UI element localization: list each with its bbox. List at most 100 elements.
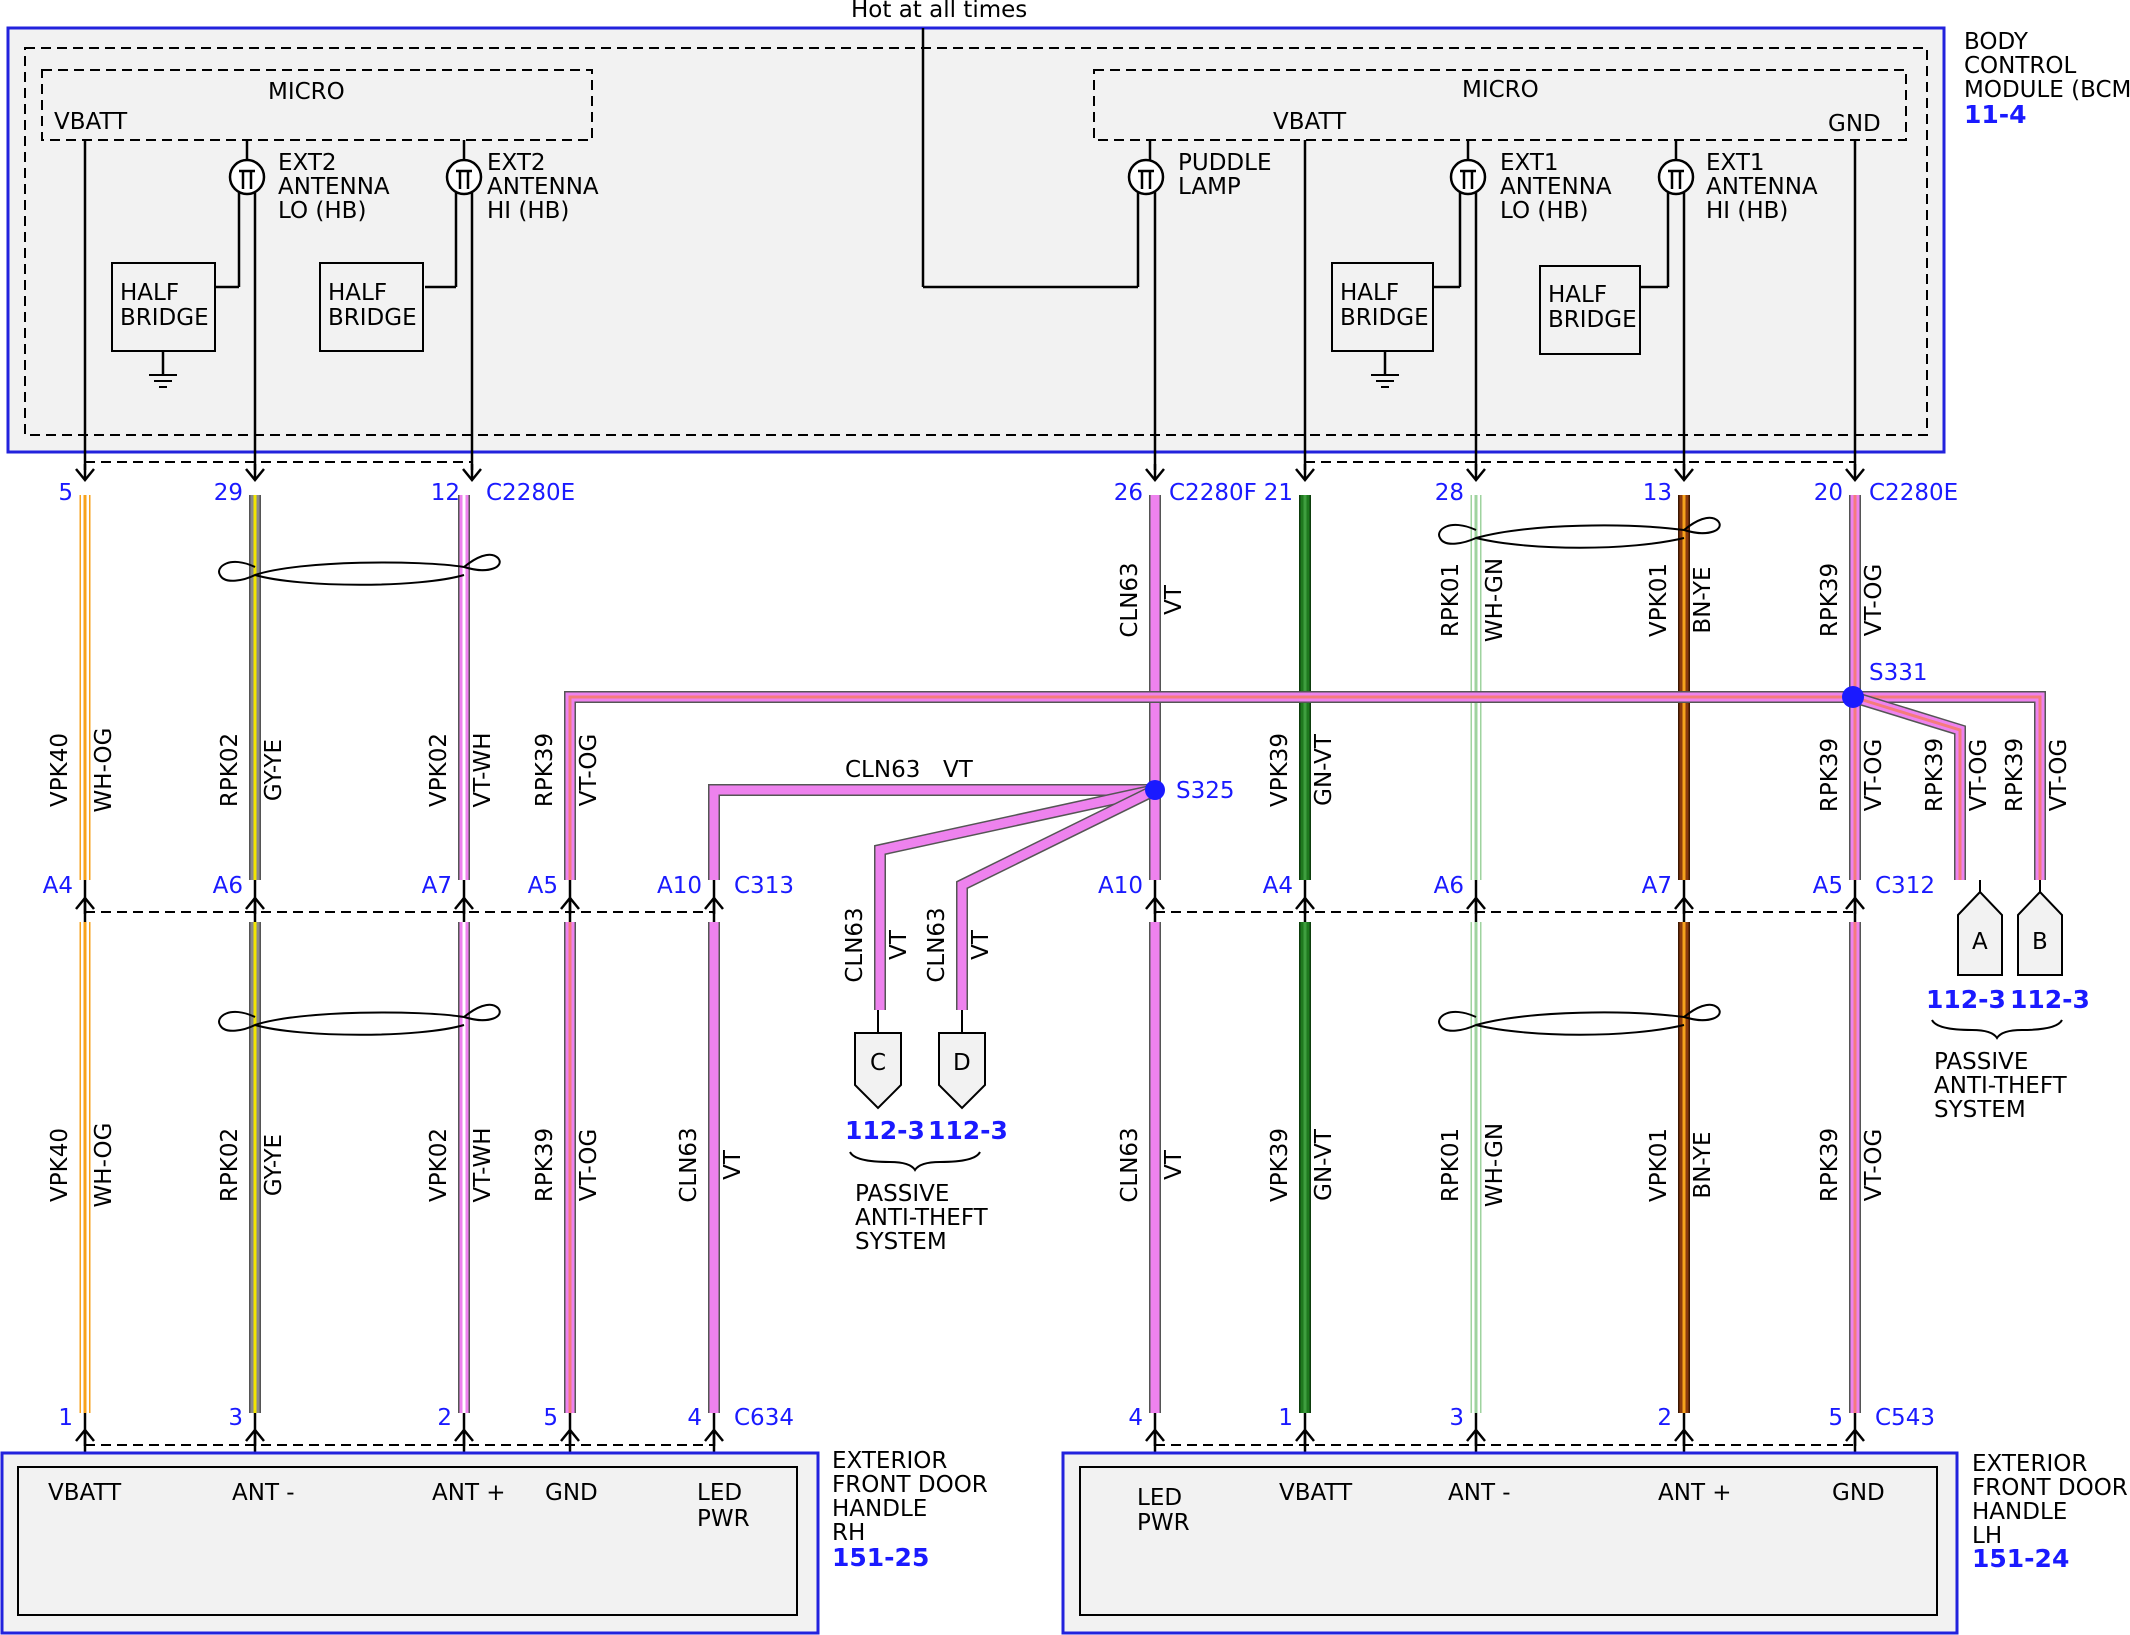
wire-circuit-label: VPK40 — [47, 1128, 73, 1202]
transistor-icon — [1127, 158, 1165, 196]
offpage-c[interactable] — [854, 1032, 902, 1110]
half-bridge-label: BRIDGE — [1340, 305, 1429, 331]
bcm-ref: 11-4 — [1964, 100, 2027, 129]
connector-arrow-icon — [1295, 464, 1315, 482]
offpage-b[interactable] — [2017, 890, 2063, 976]
wire-color-label: WH-OG — [91, 728, 117, 813]
rh-ref[interactable]: 151-25 — [832, 1543, 929, 1572]
wire-color-label: GY-YE — [261, 739, 287, 801]
wire-stripe — [1853, 695, 2042, 880]
pin-label: 13 — [1643, 480, 1672, 506]
wire-circuit-label: RPK39 — [1817, 1128, 1843, 1202]
rh-name: EXTERIOR — [832, 1448, 947, 1474]
lh-pin-vbatt: VBATT — [1279, 1480, 1353, 1506]
connector-arrow-icon — [245, 464, 265, 482]
offpage-b-ref[interactable]: 112-3 — [2010, 985, 2090, 1014]
wire-circuit-label: VPK02 — [426, 1128, 452, 1202]
pin-label: 29 — [214, 480, 243, 506]
rh-pin-ant-minus: ANT - — [232, 1480, 295, 1506]
pin-label: 3 — [1449, 1405, 1464, 1431]
wire-circuit-label: CLN63 — [842, 907, 868, 982]
lh-name: EXTERIOR — [1972, 1451, 2087, 1477]
lh-pin-ant-minus: ANT - — [1448, 1480, 1511, 1506]
wire-circuit-label: VPK01 — [1646, 563, 1672, 637]
wire-circuit-label: RPK02 — [217, 1128, 243, 1202]
splice-s325-label: S325 — [1176, 778, 1235, 804]
rh-pin-vbatt: VBATT — [48, 1480, 122, 1506]
ext1-lo-label: ANTENNA — [1500, 174, 1612, 200]
wire-color-label: BN-YE — [1690, 1131, 1716, 1198]
pin-label: 2 — [1657, 1405, 1672, 1431]
pin-label: 28 — [1435, 480, 1464, 506]
rh-name: HANDLE — [832, 1496, 927, 1522]
pats-label: ANTI-THEFT — [1934, 1073, 2068, 1099]
offpage-a[interactable] — [1957, 890, 2003, 976]
rh-pin-gnd: GND — [545, 1480, 598, 1506]
offpage-stubs — [877, 880, 2041, 1033]
pin-label: C312 — [1875, 873, 1935, 899]
lh-name: FRONT DOOR — [1972, 1475, 2128, 1501]
wire-circuit-label: VPK40 — [47, 733, 73, 807]
connector-arrow-icon — [462, 464, 482, 482]
ext1-hi-label: EXT1 — [1706, 150, 1765, 176]
wire-color-label: VT-OG — [576, 734, 602, 807]
offpage-d[interactable] — [938, 1032, 986, 1110]
micro-left-vbatt: VBATT — [54, 109, 128, 135]
pin-label: C2280F — [1169, 480, 1257, 506]
connector-arrow-icon — [1466, 464, 1486, 482]
wire-circuit-label: VPK01 — [1646, 1128, 1672, 1202]
pin-label: C313 — [734, 873, 794, 899]
lh-ref[interactable]: 151-24 — [1972, 1544, 2069, 1573]
wire-color-label: VT-OG — [1861, 564, 1887, 637]
pin-label: A5 — [1813, 873, 1843, 899]
pin-label: 2 — [437, 1405, 452, 1431]
splice-dot-icon — [1842, 686, 1864, 708]
lh-pin-gnd: GND — [1832, 1480, 1885, 1506]
wire-circuit-label: VPK39 — [1267, 733, 1293, 807]
wire-circuit-label: CLN63 — [845, 757, 920, 783]
wire-circuit-label: RPK01 — [1438, 563, 1464, 637]
brace-icon — [849, 1151, 981, 1172]
rh-pin-ant-plus: ANT + — [432, 1480, 506, 1506]
lh-name: HANDLE — [1972, 1499, 2067, 1525]
bcm-name-line-1: BODY — [1964, 29, 2029, 55]
wires-layer — [79, 495, 2046, 1413]
wire-color-label: WH-GN — [1482, 558, 1508, 642]
half-bridge-label: BRIDGE — [328, 305, 417, 331]
wire-color-label: VT — [1161, 1149, 1187, 1180]
rh-pin-led: LED — [697, 1480, 742, 1506]
wire-circuit-label: CLN63 — [1117, 562, 1143, 637]
connector-arrow-icon — [1674, 464, 1694, 482]
lh-name: LH — [1972, 1523, 2002, 1549]
pin-label: 1 — [1278, 1405, 1293, 1431]
pin-label: A6 — [213, 873, 243, 899]
half-bridge-boxes — [111, 262, 1641, 355]
offpage-c-ref[interactable]: 112-3 — [845, 1116, 925, 1145]
wire-body — [875, 785, 1156, 1010]
wire-circuit-label: RPK39 — [1922, 738, 1948, 812]
hot-at-all-times-label: Hot at all times — [851, 0, 1027, 23]
offpage-a-ref[interactable]: 112-3 — [1926, 985, 2006, 1014]
pin-label: 4 — [687, 1405, 702, 1431]
puddle-lamp-label: PUDDLE — [1178, 150, 1271, 176]
pin-label: C543 — [1875, 1405, 1935, 1431]
transistor-icon — [445, 158, 483, 196]
wire-color-label: VT — [720, 1149, 746, 1180]
wire-circuit-label: RPK39 — [532, 733, 558, 807]
lh-pin-ant-plus: ANT + — [1658, 1480, 1732, 1506]
pin-label: A5 — [528, 873, 558, 899]
wire-color-label: GY-YE — [261, 1134, 287, 1196]
offpage-d-ref[interactable]: 112-3 — [928, 1116, 1008, 1145]
bcm-name-line-2: CONTROL — [1964, 53, 2077, 79]
ext1-hi-label: HI (HB) — [1706, 198, 1788, 224]
pats-label: ANTI-THEFT — [855, 1205, 989, 1231]
ext2-hi-label: ANTENNA — [487, 174, 599, 200]
wire-color-label: VT — [886, 929, 912, 960]
connector-arrow-icon — [1145, 464, 1165, 482]
offpage-a-letter: A — [1972, 929, 1988, 955]
puddle-lamp-label: LAMP — [1178, 174, 1241, 200]
half-bridge-label: HALF — [328, 280, 387, 306]
splice-dot-icon — [1145, 780, 1165, 800]
pats-label: PASSIVE — [855, 1181, 949, 1207]
